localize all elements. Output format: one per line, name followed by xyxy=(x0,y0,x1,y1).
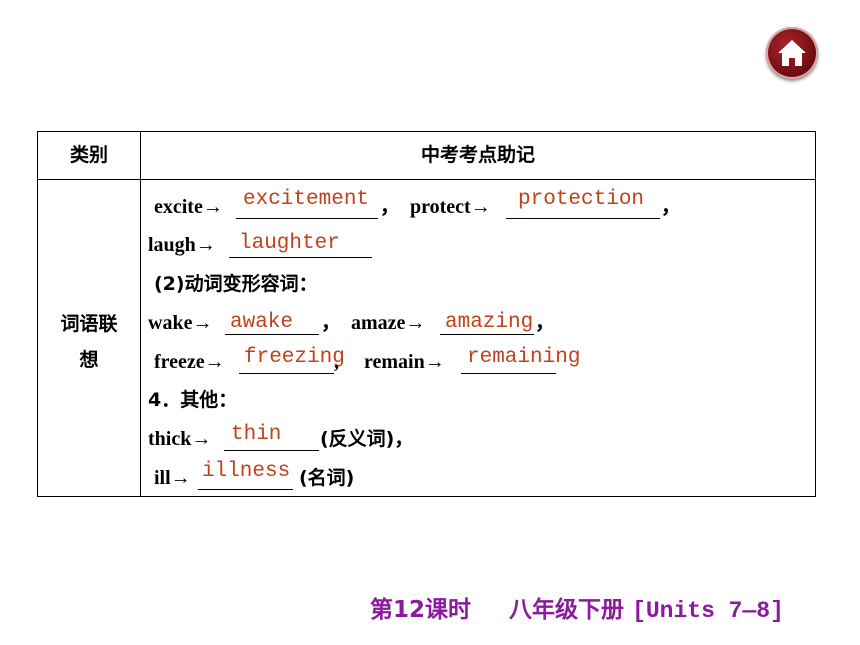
blank-line xyxy=(440,334,534,335)
word-laugh: laugh→ xyxy=(148,234,216,256)
header-divider xyxy=(38,179,815,180)
column-divider xyxy=(140,132,141,496)
answer-freezing: freezing xyxy=(244,346,345,369)
word-remain: remain→ xyxy=(364,351,445,373)
category-line-2: 想 xyxy=(79,349,99,371)
answer-awake: awake xyxy=(230,311,294,334)
blank-line xyxy=(239,373,334,374)
grade-book: 八年级下册 xyxy=(509,597,625,623)
word-wake: wake→ xyxy=(148,312,213,334)
note-antonym: (反义词)， xyxy=(320,428,414,450)
word-ill: ill→ xyxy=(154,467,191,489)
blank-line xyxy=(461,373,556,374)
separator: , xyxy=(334,351,339,373)
answer-illness: illness xyxy=(202,460,291,483)
blank-line xyxy=(236,218,378,219)
home-button[interactable] xyxy=(766,27,818,79)
answer-amazing: amazing xyxy=(445,311,534,334)
separator: ， xyxy=(380,196,400,218)
header-category: 类别 xyxy=(69,144,108,166)
word-protect: protect→ xyxy=(410,196,491,218)
answer-laughter: laughter xyxy=(239,232,340,255)
separator: ， xyxy=(661,196,681,218)
separator: ， xyxy=(321,312,341,334)
units-range: [Units 7—8] xyxy=(632,598,784,624)
home-icon xyxy=(778,40,806,66)
word-thick: thick→ xyxy=(148,428,212,450)
separator: ， xyxy=(535,312,555,334)
blank-line xyxy=(229,257,372,258)
note-noun: (名词) xyxy=(299,467,355,489)
answer-thin: thin xyxy=(231,423,282,446)
blank-line xyxy=(198,489,293,490)
answer-remaining: remaining xyxy=(467,346,581,369)
category-cell: 词语联 想 xyxy=(38,306,140,378)
subheading-verb-to-adjective: (2)动词变形容词： xyxy=(154,273,318,295)
blank-line xyxy=(225,334,319,335)
vocabulary-table: 类别 中考考点助记 词语联 想 xyxy=(37,131,816,497)
answer-excitement: excitement xyxy=(243,188,370,211)
answer-protection: protection xyxy=(518,188,645,211)
word-excite: excite→ xyxy=(154,196,223,218)
subheading-others: 4．其他： xyxy=(148,389,238,411)
header-exam-points: 中考考点助记 xyxy=(420,144,535,166)
blank-line xyxy=(506,218,660,219)
blank-line xyxy=(224,450,319,451)
footer-title: 第12课时 八年级下册 [Units 7—8] xyxy=(370,590,784,624)
word-amaze: amaze→ xyxy=(351,312,426,334)
word-freeze: freeze→ xyxy=(154,351,225,373)
category-line-1: 词语联 xyxy=(60,313,118,335)
lesson-number: 第12课时 xyxy=(370,597,472,623)
